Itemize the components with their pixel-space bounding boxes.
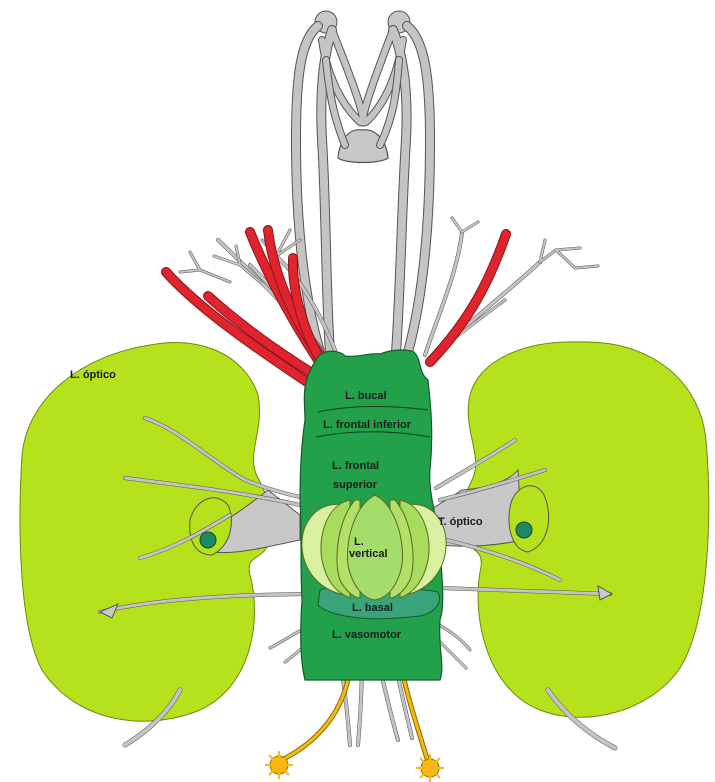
label-buccal-lobe: L. bucal bbox=[345, 390, 387, 402]
label-vertical-lobe-line2: vertical bbox=[349, 548, 388, 560]
optic-gland-left bbox=[200, 532, 216, 548]
buccal-connectives bbox=[296, 11, 430, 352]
label-superior-frontal-lobe-line1: L. frontal bbox=[332, 460, 379, 472]
label-optic-tract: T. óptico bbox=[438, 516, 483, 528]
stellate-ganglion-right bbox=[416, 754, 444, 782]
stellate-ganglion-left bbox=[265, 751, 293, 779]
stellate-ganglia bbox=[265, 670, 444, 782]
optic-gland-right bbox=[516, 522, 532, 538]
label-basal-lobe: L. basal bbox=[352, 602, 393, 614]
label-superior-frontal-lobe-line2: superior bbox=[333, 479, 378, 491]
label-vasomotor-lobe: L. vasomotor bbox=[332, 629, 402, 641]
label-vertical-lobe-line1: L. bbox=[354, 536, 364, 548]
label-optic-lobe: L. óptico bbox=[70, 369, 116, 381]
label-inferior-frontal-lobe: L. frontal inferior bbox=[323, 419, 412, 431]
